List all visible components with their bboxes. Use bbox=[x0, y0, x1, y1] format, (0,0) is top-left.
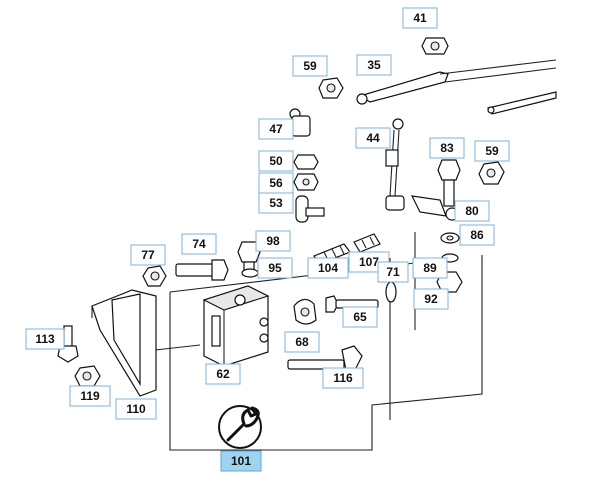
callout-74: 74 bbox=[181, 233, 217, 255]
washer-71 bbox=[385, 281, 397, 303]
svg-text:98: 98 bbox=[266, 234, 280, 248]
svg-text:44: 44 bbox=[366, 131, 380, 145]
callout-119: 119 bbox=[69, 385, 111, 407]
callout-62: 62 bbox=[205, 363, 241, 385]
callout-110: 110 bbox=[115, 398, 157, 420]
callout-95: 95 bbox=[257, 257, 293, 279]
svg-text:89: 89 bbox=[423, 261, 437, 275]
pump-block-62 bbox=[202, 285, 270, 367]
callout-68: 68 bbox=[284, 331, 320, 353]
nut-59-top bbox=[318, 77, 344, 99]
callout-80: 80 bbox=[454, 200, 490, 222]
callout-83: 83 bbox=[429, 137, 465, 159]
callout-47: 47 bbox=[258, 118, 294, 140]
svg-text:50: 50 bbox=[269, 154, 283, 168]
svg-text:62: 62 bbox=[216, 367, 230, 381]
stud-53 bbox=[295, 195, 325, 223]
svg-text:53: 53 bbox=[269, 196, 283, 210]
bolt-116 bbox=[287, 345, 363, 371]
callout-77: 77 bbox=[130, 244, 166, 266]
bolt-65 bbox=[325, 295, 379, 313]
washer-86 bbox=[440, 232, 460, 244]
svg-text:56: 56 bbox=[269, 176, 283, 190]
callout-59-right: 59 bbox=[474, 140, 510, 162]
ball-stud-47 bbox=[289, 108, 311, 137]
callout-44: 44 bbox=[355, 127, 391, 149]
svg-text:68: 68 bbox=[295, 335, 309, 349]
svg-text:65: 65 bbox=[353, 310, 367, 324]
washer-95 bbox=[241, 268, 259, 278]
svg-text:80: 80 bbox=[465, 204, 479, 218]
svg-text:41: 41 bbox=[413, 11, 427, 25]
svg-text:107: 107 bbox=[359, 255, 379, 269]
callout-56: 56 bbox=[258, 172, 294, 194]
nut-77 bbox=[142, 265, 167, 287]
svg-text:71: 71 bbox=[386, 265, 400, 279]
callout-59: 59 bbox=[292, 55, 328, 77]
callout-layer: 41 59 35 47 44 83 59 50 56 53 80 86 77 7… bbox=[25, 7, 510, 472]
callout-86: 86 bbox=[459, 224, 495, 246]
svg-text:59: 59 bbox=[485, 144, 499, 158]
callout-65: 65 bbox=[342, 306, 378, 328]
nut-56 bbox=[293, 173, 319, 191]
bolt-74 bbox=[175, 259, 229, 281]
callout-104: 104 bbox=[307, 257, 349, 279]
callout-92: 92 bbox=[413, 288, 449, 310]
svg-text:35: 35 bbox=[367, 58, 381, 72]
svg-text:59: 59 bbox=[303, 59, 317, 73]
spring-107 bbox=[353, 233, 381, 253]
svg-text:95: 95 bbox=[268, 261, 282, 275]
svg-text:104: 104 bbox=[318, 261, 338, 275]
nut-50 bbox=[293, 154, 319, 170]
nut-119 bbox=[74, 365, 101, 387]
svg-text:74: 74 bbox=[192, 237, 206, 251]
svg-text:110: 110 bbox=[126, 402, 146, 416]
callout-101: 101 bbox=[220, 450, 262, 472]
svg-text:113: 113 bbox=[35, 332, 55, 346]
svg-text:77: 77 bbox=[141, 248, 155, 262]
svg-text:83: 83 bbox=[440, 141, 454, 155]
svg-text:92: 92 bbox=[424, 292, 438, 306]
callout-71: 71 bbox=[377, 261, 409, 283]
callout-89: 89 bbox=[412, 257, 448, 279]
callout-116: 116 bbox=[322, 367, 364, 389]
bracket-110 bbox=[91, 289, 157, 397]
linkage-rod-44 bbox=[385, 118, 405, 211]
callout-53: 53 bbox=[258, 192, 294, 214]
nut-41 bbox=[421, 37, 449, 55]
svg-text:101: 101 bbox=[231, 454, 251, 468]
callout-35: 35 bbox=[356, 54, 392, 76]
callout-113: 113 bbox=[25, 328, 65, 350]
svg-text:119: 119 bbox=[80, 389, 100, 403]
cam-68 bbox=[293, 298, 317, 325]
callout-41: 41 bbox=[402, 7, 438, 29]
nut-59-right bbox=[478, 161, 505, 185]
bar-assembly bbox=[356, 59, 557, 115]
callout-98: 98 bbox=[255, 230, 291, 252]
callout-50: 50 bbox=[258, 150, 294, 172]
svg-text:116: 116 bbox=[333, 371, 353, 385]
svg-text:47: 47 bbox=[269, 122, 283, 136]
svg-text:86: 86 bbox=[470, 228, 484, 242]
wrench-icon bbox=[218, 405, 262, 449]
bolt-83 bbox=[437, 159, 461, 207]
